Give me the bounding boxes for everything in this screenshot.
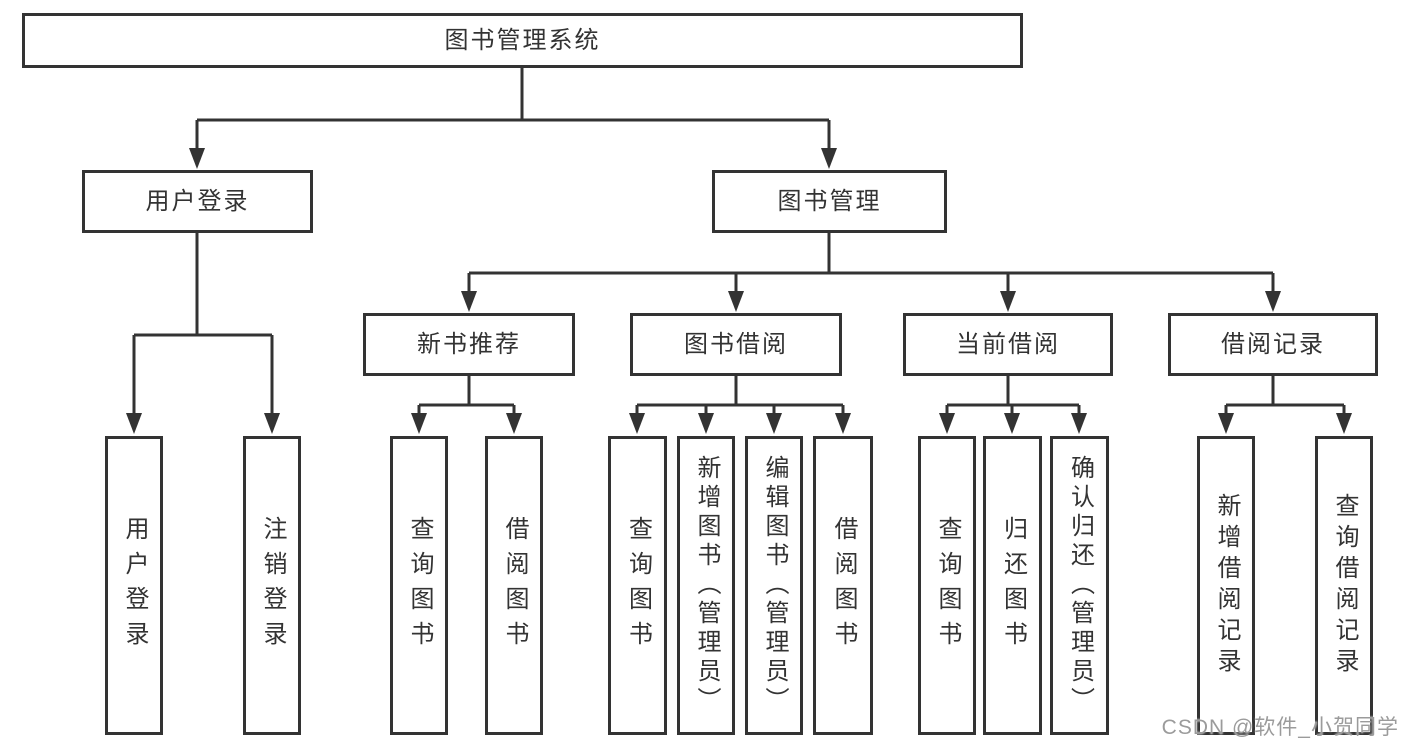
node-label: 查询图书 bbox=[934, 515, 961, 656]
node-label: 新增图书（管理员） bbox=[693, 455, 720, 716]
node-book-management: 图书管理 bbox=[712, 170, 947, 233]
node-label: 查询图书 bbox=[624, 515, 652, 656]
csdn-watermark: CSDN @软件_小贺同学 bbox=[1161, 716, 1399, 739]
node-borrowing-records: 借阅记录 bbox=[1168, 313, 1378, 376]
node-label: 借阅图书 bbox=[830, 515, 857, 656]
node-return-books: 归还图书 bbox=[983, 436, 1042, 735]
node-label: 新书推荐 bbox=[417, 330, 521, 358]
node-new-book-recommend: 新书推荐 bbox=[363, 313, 575, 376]
node-query-borrow-record: 查询借阅记录 bbox=[1315, 436, 1373, 735]
node-label: 新增借阅记录 bbox=[1213, 492, 1240, 679]
node-label: 图书管理 bbox=[777, 187, 882, 215]
node-borrow-books-recommend: 借阅图书 bbox=[485, 436, 543, 735]
node-label: 归还图书 bbox=[999, 515, 1027, 656]
node-user-login-action: 用户登录 bbox=[105, 436, 163, 735]
node-borrow-books: 借阅图书 bbox=[813, 436, 873, 735]
node-add-books-admin: 新增图书（管理员） bbox=[677, 436, 735, 735]
node-label: 图书借阅 bbox=[684, 330, 788, 358]
node-label: 借阅图书 bbox=[501, 515, 528, 656]
node-label: 查询图书 bbox=[406, 515, 433, 656]
node-query-books-recommend: 查询图书 bbox=[390, 436, 448, 735]
node-current-borrowing: 当前借阅 bbox=[903, 313, 1113, 376]
node-add-borrow-record: 新增借阅记录 bbox=[1197, 436, 1255, 735]
node-confirm-return-admin: 确认归还（管理员） bbox=[1050, 436, 1109, 735]
connector-line bbox=[132, 68, 1346, 416]
node-label: 用户登录 bbox=[145, 187, 250, 215]
node-label: 图书管理系统 bbox=[444, 26, 601, 54]
node-user-login: 用户登录 bbox=[82, 170, 313, 233]
node-label: 当前借阅 bbox=[956, 330, 1060, 358]
node-logout-action: 注销登录 bbox=[243, 436, 301, 735]
node-label: 查询借阅记录 bbox=[1331, 492, 1358, 679]
node-query-books-current: 查询图书 bbox=[918, 436, 976, 735]
node-query-books-borrow: 查询图书 bbox=[608, 436, 667, 735]
node-label: 注销登录 bbox=[259, 515, 286, 656]
node-label: 编辑图书（管理员） bbox=[761, 455, 788, 716]
node-label: 借阅记录 bbox=[1221, 330, 1325, 358]
node-book-borrowing: 图书借阅 bbox=[630, 313, 842, 376]
node-label: 确认归还（管理员） bbox=[1066, 455, 1094, 716]
node-library-management-system: 图书管理系统 bbox=[22, 13, 1023, 68]
node-edit-books-admin: 编辑图书（管理员） bbox=[745, 436, 803, 735]
node-label: 用户登录 bbox=[121, 515, 148, 656]
